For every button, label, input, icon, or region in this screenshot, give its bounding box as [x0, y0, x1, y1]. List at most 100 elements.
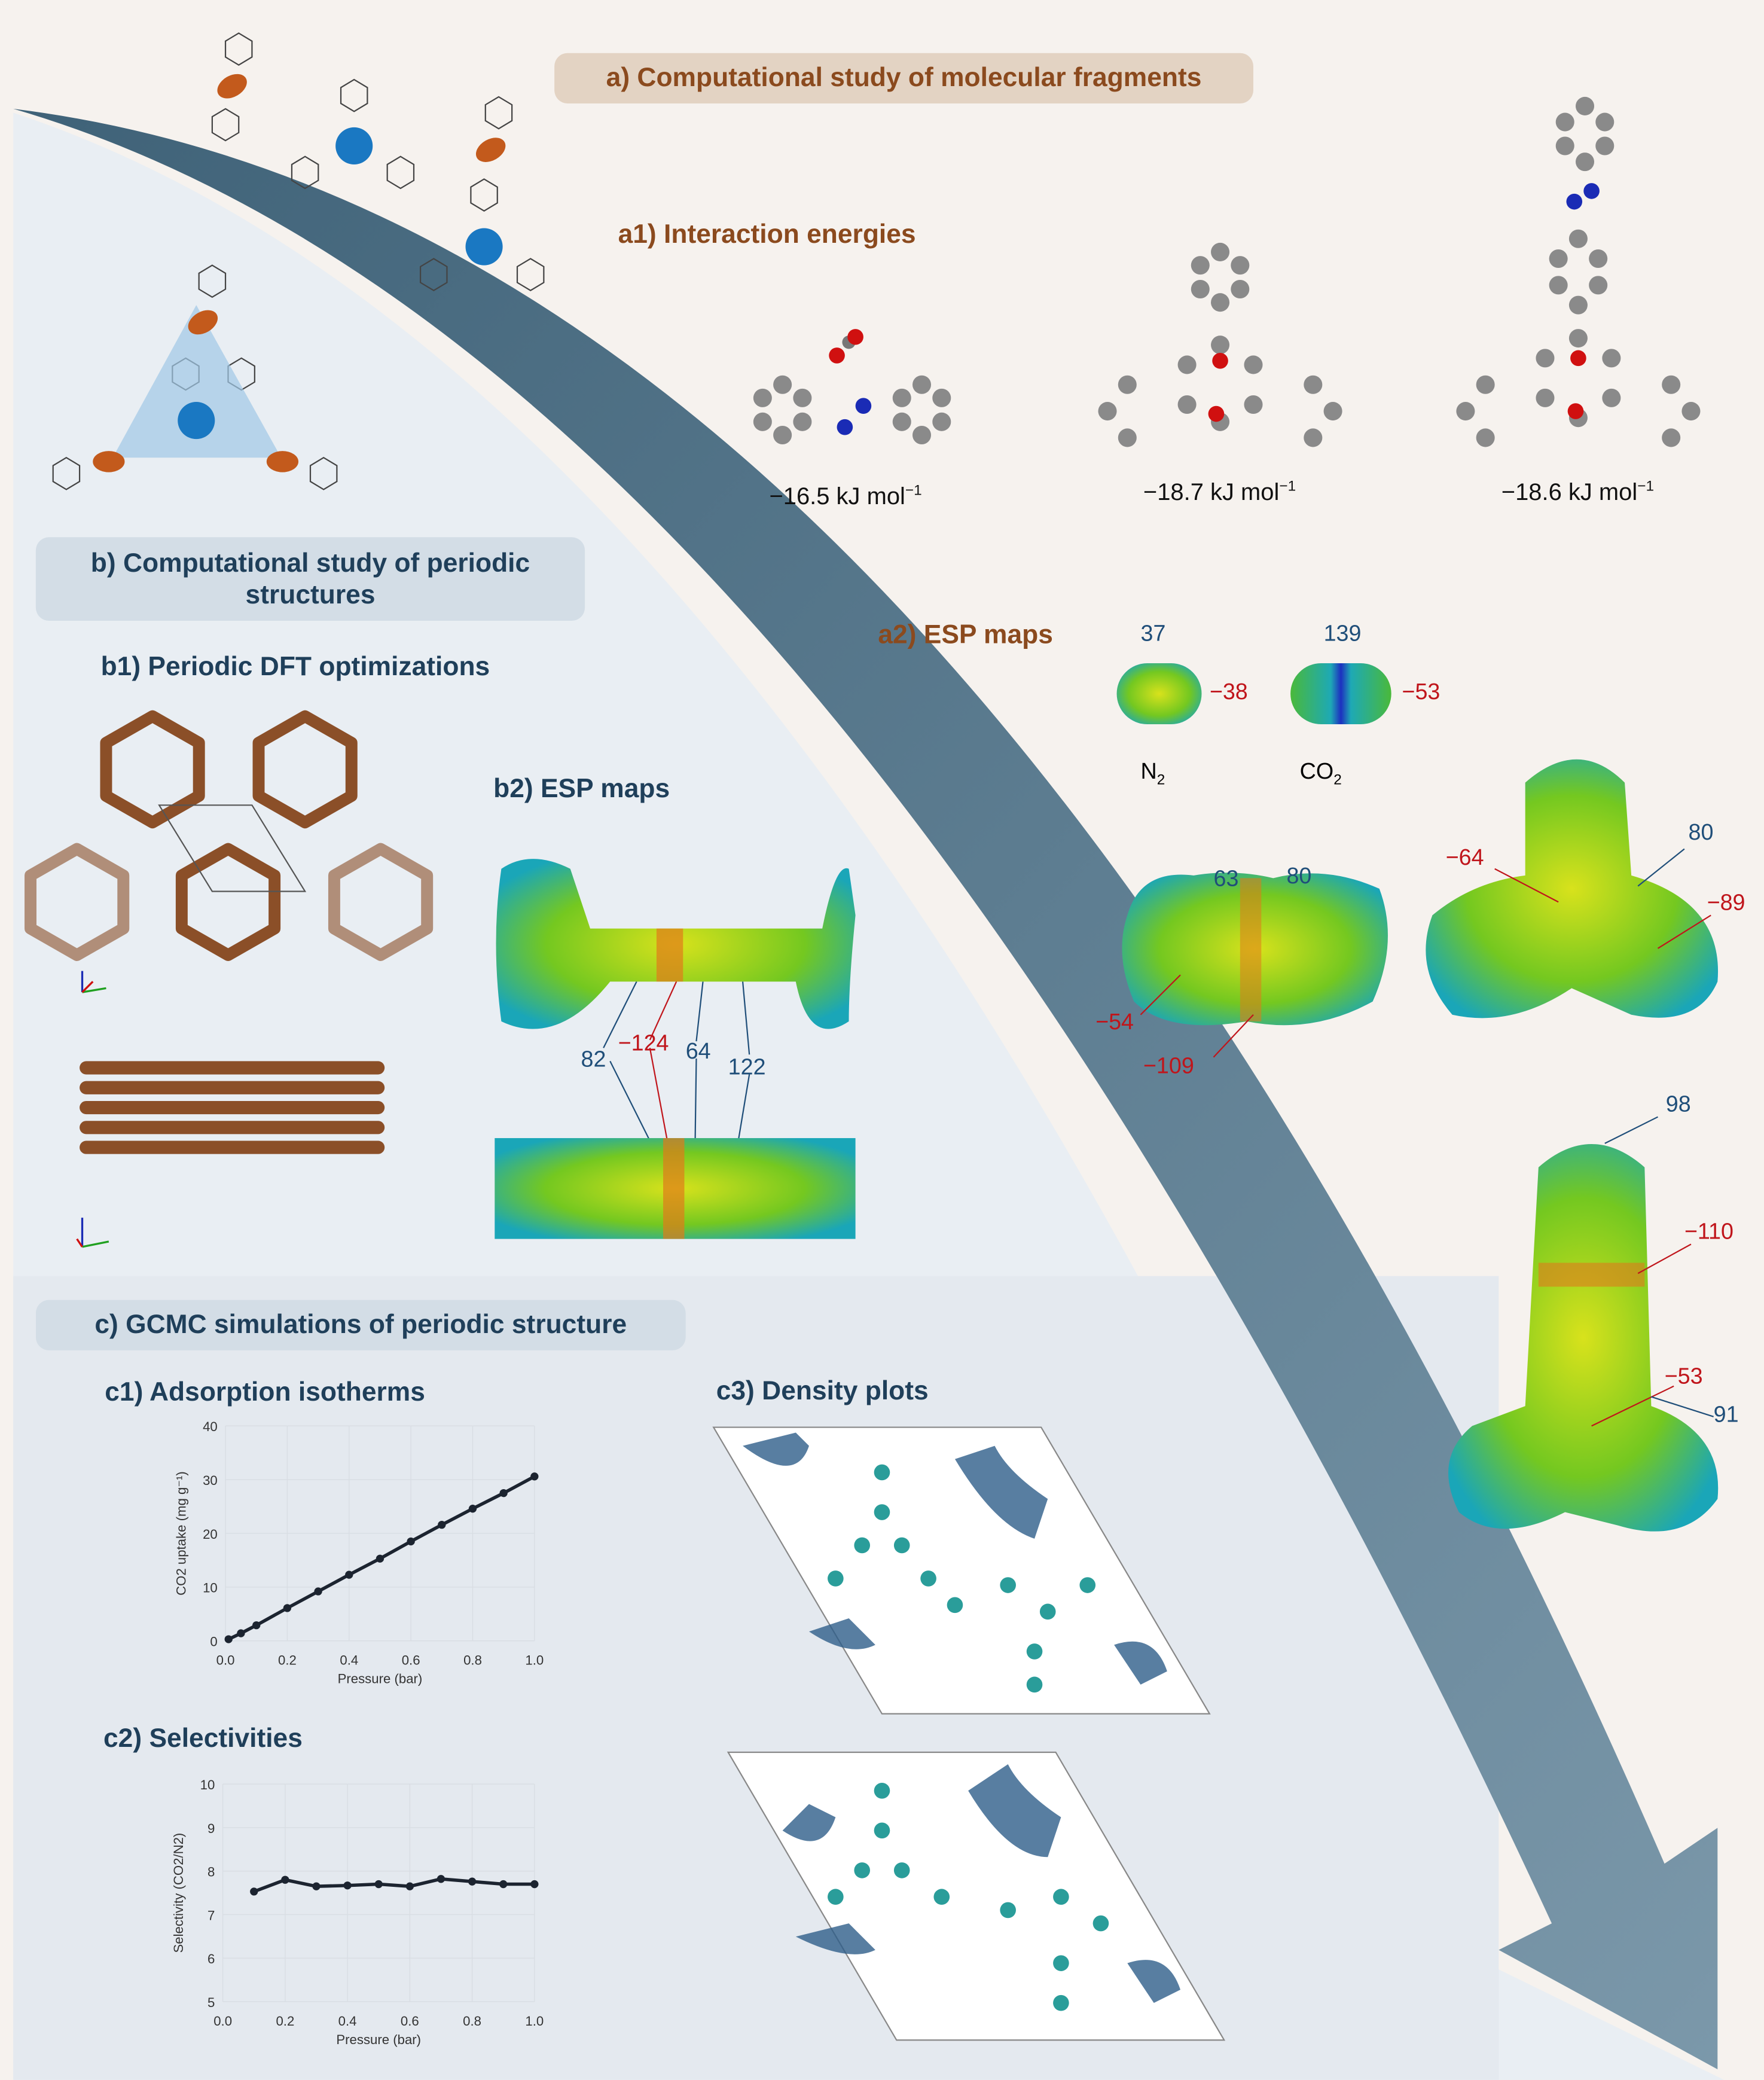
data-point [281, 1875, 289, 1884]
frag1-pos1: 63 [1213, 866, 1239, 892]
frag1-neg1: −54 [1095, 1009, 1134, 1035]
y-tick-label: 10 [200, 1777, 215, 1792]
frag2-neg2: −89 [1707, 890, 1745, 916]
azo-triphenylbenzene-esp-map [1448, 1144, 1719, 1532]
azo-triphenylbenzene-co2-model [1456, 96, 1701, 447]
triphenylbenzene-co2-model [1098, 242, 1342, 447]
data-point [407, 1537, 415, 1546]
data-point [250, 1887, 258, 1896]
data-point [283, 1604, 292, 1612]
section-c-header: c) GCMC simulations of periodic structur… [35, 1300, 686, 1350]
y-tick-label: 10 [203, 1581, 218, 1596]
n2-pos: 37 [1140, 621, 1166, 646]
x-tick-label: 0.2 [276, 2014, 294, 2029]
section-a-header: a) Computational study of molecular frag… [554, 53, 1254, 104]
y-tick-label: 5 [207, 1995, 215, 2010]
data-point [237, 1629, 245, 1637]
workflow-arrow [13, 108, 1718, 2070]
data-point [438, 1520, 446, 1529]
x-tick-label: 0.6 [401, 2014, 419, 2029]
y-tick-label: 7 [207, 1908, 215, 1923]
data-point [530, 1472, 539, 1481]
framework-top-view [25, 710, 434, 961]
x-axis-label: Pressure (bar) [336, 2032, 421, 2047]
density-atoms [828, 1464, 1109, 2011]
energy-label-3: −18.6 kJ mol−1 [1501, 478, 1655, 506]
x-tick-label: 0.4 [340, 1653, 358, 1668]
density-plot-top [712, 1426, 1211, 1715]
y-axis-label: CO2 uptake (mg g⁻¹) [174, 1471, 189, 1596]
b1-title: b1) Periodic DFT optimizations [100, 652, 490, 682]
a1-title: a1) Interaction energies [618, 220, 916, 249]
n2-label: N2 [1140, 758, 1165, 789]
y-tick-label: 20 [203, 1527, 218, 1542]
energy-label-1: −16.5 kJ mol−1 [769, 483, 922, 510]
data-point [499, 1489, 508, 1498]
frag1-neg2: −109 [1143, 1053, 1194, 1079]
b2-label-122: 122 [728, 1054, 766, 1080]
y-tick-label: 30 [203, 1473, 218, 1488]
data-point [252, 1621, 261, 1630]
y-tick-label: 0 [210, 1634, 217, 1649]
co2-esp-map [1290, 663, 1391, 725]
axes-icon [76, 971, 109, 1248]
section-c-region [13, 1276, 1499, 2080]
n2-esp-map [1116, 663, 1202, 725]
co2-label: CO2 [1299, 758, 1342, 789]
b2-title: b2) ESP maps [493, 774, 670, 804]
y-tick-label: 6 [207, 1951, 215, 1966]
x-tick-label: 0.0 [216, 1653, 235, 1668]
energy-label-2: −18.7 kJ mol−1 [1143, 478, 1296, 506]
x-tick-label: 1.0 [525, 1653, 544, 1668]
frag3-neg1: −110 [1684, 1219, 1734, 1245]
triphenylbenzene-esp-map [1426, 759, 1719, 1018]
c1-title: c1) Adsorption isotherms [105, 1378, 425, 1408]
co2-pos: 139 [1323, 621, 1362, 646]
frag3-pos2: 91 [1713, 1402, 1739, 1428]
x-tick-label: 0.8 [463, 1653, 482, 1668]
section-b-header: b) Computational study of periodic struc… [35, 537, 585, 621]
a2-title: a2) ESP maps [878, 621, 1053, 650]
data-point [224, 1635, 233, 1643]
frag1-pos2: 80 [1286, 863, 1312, 889]
b2-label-124: −124 [618, 1030, 669, 1056]
unit-cell [158, 804, 307, 892]
data-point [376, 1554, 384, 1563]
series-line [253, 1877, 535, 1893]
co2-neg: −53 [1402, 679, 1441, 704]
frag2-neg1: −64 [1445, 844, 1484, 871]
data-point [345, 1570, 353, 1579]
x-tick-label: 0.4 [338, 2014, 357, 2029]
n2-neg: −38 [1209, 679, 1248, 704]
data-point [374, 1880, 383, 1889]
node-triangle-shade [112, 305, 282, 458]
frag2-pos: 80 [1688, 819, 1714, 845]
c3-title: c3) Density plots [716, 1377, 929, 1407]
data-point [437, 1875, 445, 1883]
y-tick-label: 40 [203, 1419, 218, 1434]
data-point [499, 1880, 508, 1889]
data-point [405, 1882, 414, 1890]
data-point [530, 1880, 539, 1889]
x-tick-label: 0.6 [402, 1653, 420, 1668]
azobenzene-co2-model [753, 329, 951, 445]
frag3-neg2: −53 [1664, 1364, 1703, 1389]
data-point [343, 1881, 352, 1890]
x-tick-label: 0.0 [213, 2014, 232, 2029]
y-tick-label: 9 [207, 1821, 215, 1836]
x-tick-label: 0.8 [463, 2014, 481, 2029]
density-clouds [743, 1432, 1181, 2003]
data-point [468, 1877, 477, 1886]
data-point [312, 1882, 321, 1890]
framework-side-view [80, 1061, 385, 1154]
x-tick-label: 0.2 [278, 1653, 297, 1668]
y-axis-label: Selectivity (CO2/N2) [171, 1833, 186, 1953]
y-tick-label: 8 [207, 1865, 215, 1880]
x-axis-label: Pressure (bar) [338, 1672, 423, 1686]
data-point [314, 1587, 322, 1596]
frag3-pos1: 98 [1665, 1091, 1691, 1117]
